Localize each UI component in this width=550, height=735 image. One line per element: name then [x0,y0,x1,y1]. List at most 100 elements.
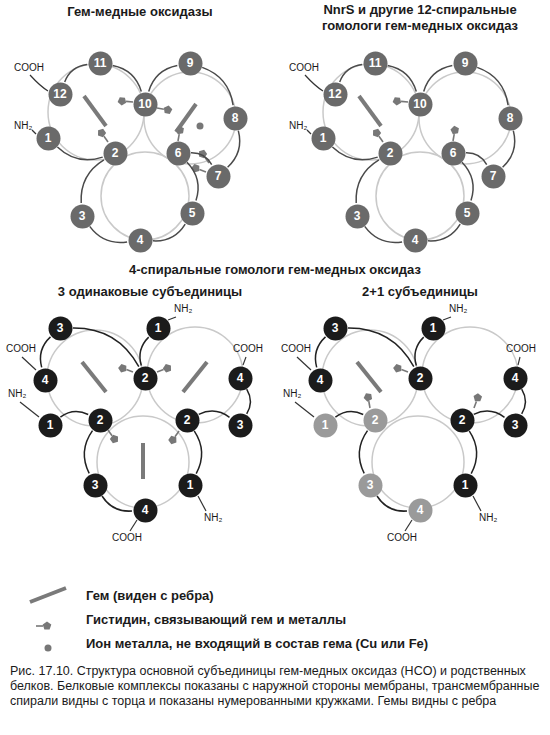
helix-number: 3 [323,316,348,341]
histidine [449,125,460,141]
helix-loop [40,337,50,368]
helix-number: 3 [70,204,95,229]
histidine [155,363,172,376]
helix-circle: 4 [133,498,158,523]
helix-loop [466,153,487,165]
helix-circle: 3 [228,413,253,438]
helix-number: 3 [345,204,370,229]
helix-fill [378,141,402,165]
helix-number: 1 [38,413,63,438]
helix-loop [365,226,402,242]
figure-caption: Рис. 17.10. Структура основной субъедини… [10,664,540,709]
helix-number: 4 [133,498,158,523]
heme [82,362,106,392]
helix-fill [228,366,252,390]
helix-fill [363,51,387,75]
heme [359,96,381,126]
helix-loop [191,153,212,165]
helix-loop [340,65,362,82]
leader-line [295,402,314,417]
helix-circle: 3 [358,473,383,498]
leader-line [405,520,412,531]
helix-number: 4 [403,228,428,253]
terminus-label: COOH [281,343,311,355]
helix-loop [503,131,515,168]
helix-number: 8 [498,106,523,131]
helix-loop [315,337,325,368]
helix-loop [73,328,139,367]
helix-loop [65,65,87,82]
helix-number: 5 [455,201,480,226]
histidine [96,127,111,144]
helix-circle: 11 [363,51,388,76]
legend-histidine-sample [36,622,51,630]
terminus-label: COOH [289,62,319,74]
helix-loop [388,66,417,92]
helix-number: 1 [313,413,338,438]
helix-circle: 4 [308,368,333,393]
helix-fill [503,413,527,437]
histidine [392,363,409,376]
leader-line [307,130,311,134]
helix-loop [415,337,424,365]
helix-fill [133,498,157,522]
leader-line [297,357,311,370]
helix-fill [441,141,465,165]
bundle-circle [144,72,236,164]
helix-circle: 10 [408,92,433,117]
heme-group [30,96,381,602]
helix-loop [247,389,251,414]
helix-fill [311,126,335,150]
helix-loop [84,431,92,474]
helix-fill [180,201,204,225]
helix-number: 9 [453,51,478,76]
helix-number: 3 [503,413,528,438]
helix-circle: 4 [128,228,153,253]
heme [141,443,145,479]
helix-loop [90,226,127,242]
legend-heme-sample [30,588,66,602]
helix-fill [403,228,427,252]
terminus-label: NH₂ [8,388,26,400]
helix-circle: 5 [455,201,480,226]
helix-number: 1 [311,126,336,151]
helix-circle: 1 [313,413,338,438]
helix-circle: 2 [450,408,475,433]
bundle-circle [101,152,189,240]
helix-loop [377,496,407,511]
helix-circle: 7 [481,164,506,189]
heme [357,362,381,392]
helix-fill [175,408,199,432]
helix-number: 2 [88,408,113,433]
bundle-circle [419,72,511,164]
helix-loop [81,160,104,203]
histidine [174,125,185,141]
leader-line [168,317,176,320]
helix-fill [36,126,60,150]
helix-fill [450,408,474,432]
helix-circle: 8 [223,106,248,131]
helix-fill [48,82,72,106]
helix-circle: 1 [453,473,478,498]
helix-number: 1 [146,316,171,341]
histidine [363,392,374,408]
helix-circle: 1 [146,316,171,341]
histidine [392,97,408,106]
bundle-circle [376,152,464,240]
helix-loop [477,67,508,105]
helix-fill [228,413,252,437]
helix-fill [166,141,190,165]
helix-circle: 6 [441,141,466,166]
helix-number: 2 [378,141,403,166]
legend-metal-sample [45,645,52,652]
helix-circle: 8 [498,106,523,131]
helix-circle: 2 [175,408,200,433]
helix-fill [308,368,332,392]
helix-circle: 2 [378,141,403,166]
helix-loop [149,66,178,92]
helix-circle: 5 [180,201,205,226]
helix-loop [187,162,198,200]
terminus-label: COOH [233,343,263,355]
helix-loop [335,412,363,418]
helix-circle: 2 [133,366,158,391]
